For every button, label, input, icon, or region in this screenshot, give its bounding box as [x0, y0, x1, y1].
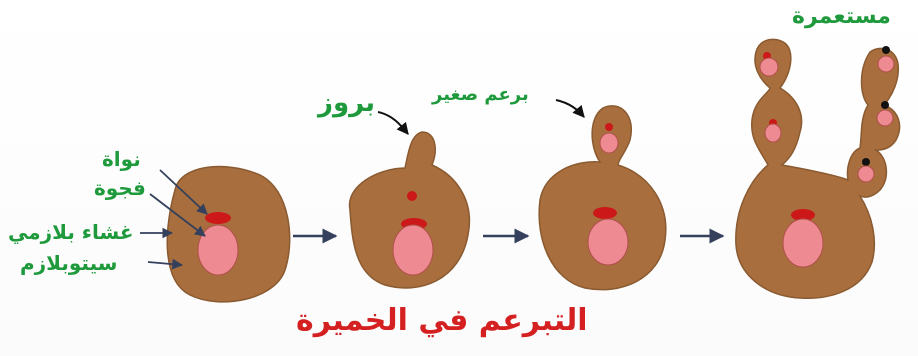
- bud3-nucleus: [878, 56, 894, 72]
- label-cytoplasm: سيتوبلازم: [20, 253, 117, 273]
- label-protrusion: بروز: [318, 90, 375, 116]
- bud2-nucleus: [765, 124, 781, 142]
- vacuole: [593, 207, 617, 219]
- cell-stage-3: [539, 106, 666, 290]
- bud5-vacuole: [862, 158, 870, 166]
- label-plasma-membrane: غشاء بلازمي: [8, 222, 134, 242]
- nucleus: [393, 225, 433, 275]
- cell-stage-1: [167, 167, 289, 302]
- bud3-vacuole: [882, 46, 890, 54]
- diagram-title: التبرعم في الخميرة: [296, 306, 588, 336]
- label-small-bud: برعم صغير: [432, 86, 529, 104]
- label-nucleus: نواة: [102, 149, 141, 169]
- bud1-nucleus: [760, 58, 778, 76]
- nucleus: [783, 219, 823, 267]
- pointer-protrusion: [378, 112, 408, 134]
- bud4-vacuole: [881, 101, 889, 109]
- vacuole-small: [407, 191, 417, 201]
- cell-stage-4-colony: [736, 39, 900, 298]
- bud4-nucleus: [877, 110, 893, 126]
- nucleus: [588, 219, 628, 265]
- cell-stage-2: [350, 132, 470, 288]
- bud5-nucleus: [858, 166, 874, 182]
- label-colony: مستعمرة: [792, 6, 891, 28]
- bud-vacuole: [605, 123, 613, 131]
- vacuole: [205, 212, 231, 224]
- pointer-small-bud: [556, 100, 584, 117]
- nucleus: [198, 225, 238, 275]
- label-vacuole: فجوة: [94, 178, 146, 198]
- bud-nucleus: [600, 133, 618, 153]
